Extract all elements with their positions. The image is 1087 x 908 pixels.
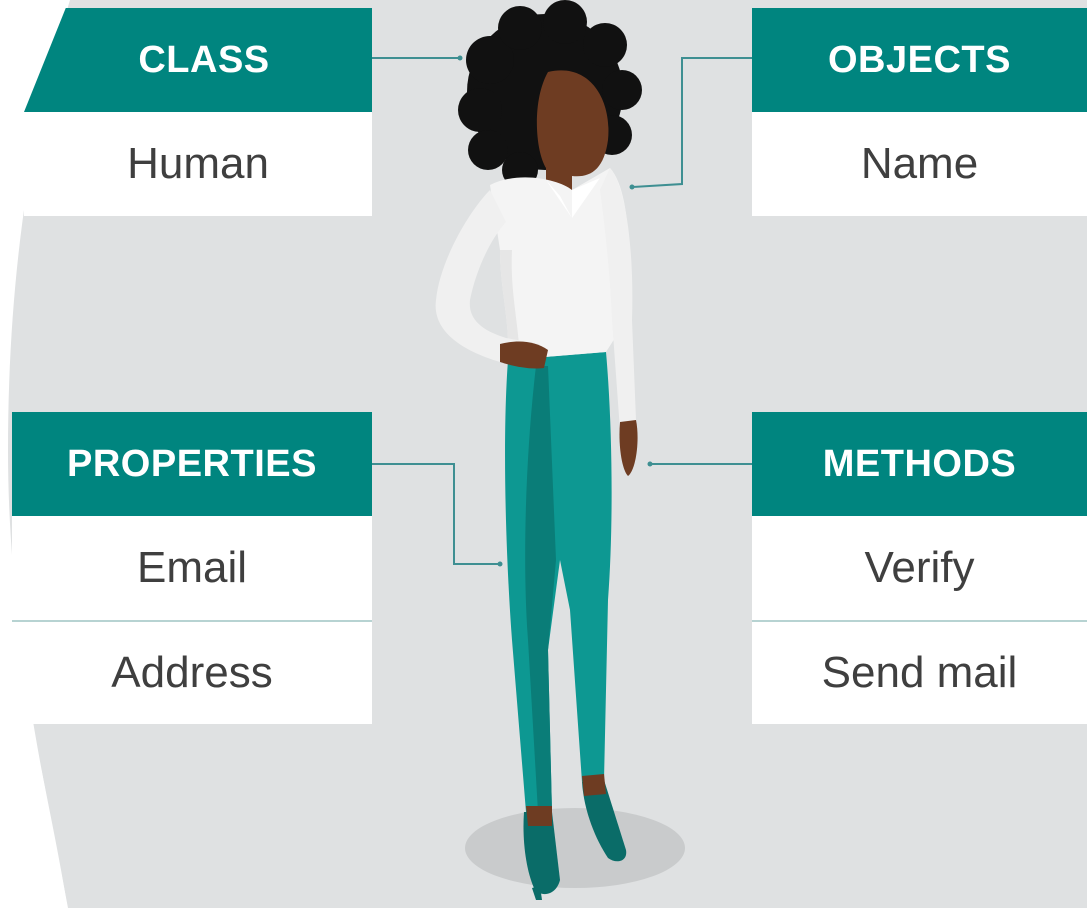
properties-card: PROPERTIES Email Address — [12, 412, 372, 724]
figure-shadow — [465, 808, 685, 888]
methods-item-send-mail: Send mail — [752, 620, 1087, 724]
objects-item-name: Name — [752, 112, 1087, 216]
properties-item-email: Email — [12, 516, 372, 620]
properties-header: PROPERTIES — [12, 412, 372, 516]
class-item-human: Human — [24, 112, 372, 216]
objects-card: OBJECTS Name — [752, 8, 1087, 216]
properties-item-address: Address — [12, 620, 372, 724]
class-header: CLASS — [24, 8, 372, 112]
methods-item-verify: Verify — [752, 516, 1087, 620]
methods-header: METHODS — [752, 412, 1087, 516]
methods-card: METHODS Verify Send mail — [752, 412, 1087, 724]
class-card: CLASS Human — [24, 8, 372, 216]
objects-header: OBJECTS — [752, 8, 1087, 112]
